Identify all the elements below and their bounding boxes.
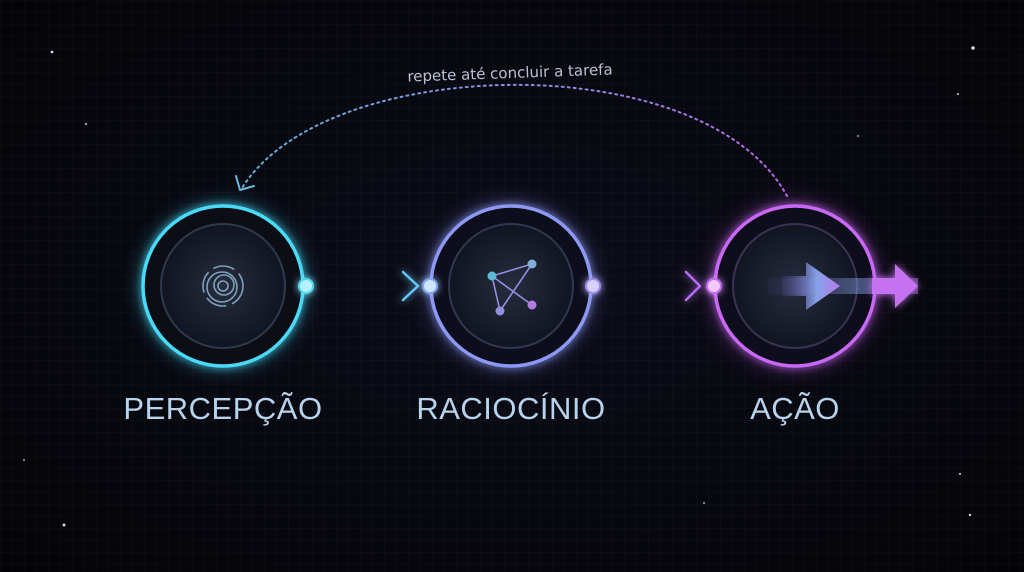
loop-arrow <box>235 83 788 197</box>
stage-perception <box>138 201 314 371</box>
network-nodes-icon <box>487 259 537 316</box>
signal-waves-icon <box>202 265 244 307</box>
stage-label-action: AÇÃO <box>750 391 840 426</box>
star-decorations <box>23 46 975 527</box>
arrow-right-icon <box>768 262 918 310</box>
connector-reasoning-action <box>594 270 702 302</box>
stage-action <box>706 201 918 371</box>
stage-label-perception: PERCEPÇÃO <box>123 391 323 426</box>
connector-perception-reasoning <box>306 270 420 302</box>
stage-label-reasoning: RACIOCÍNIO <box>416 391 606 426</box>
stage-reasoning <box>422 201 601 371</box>
